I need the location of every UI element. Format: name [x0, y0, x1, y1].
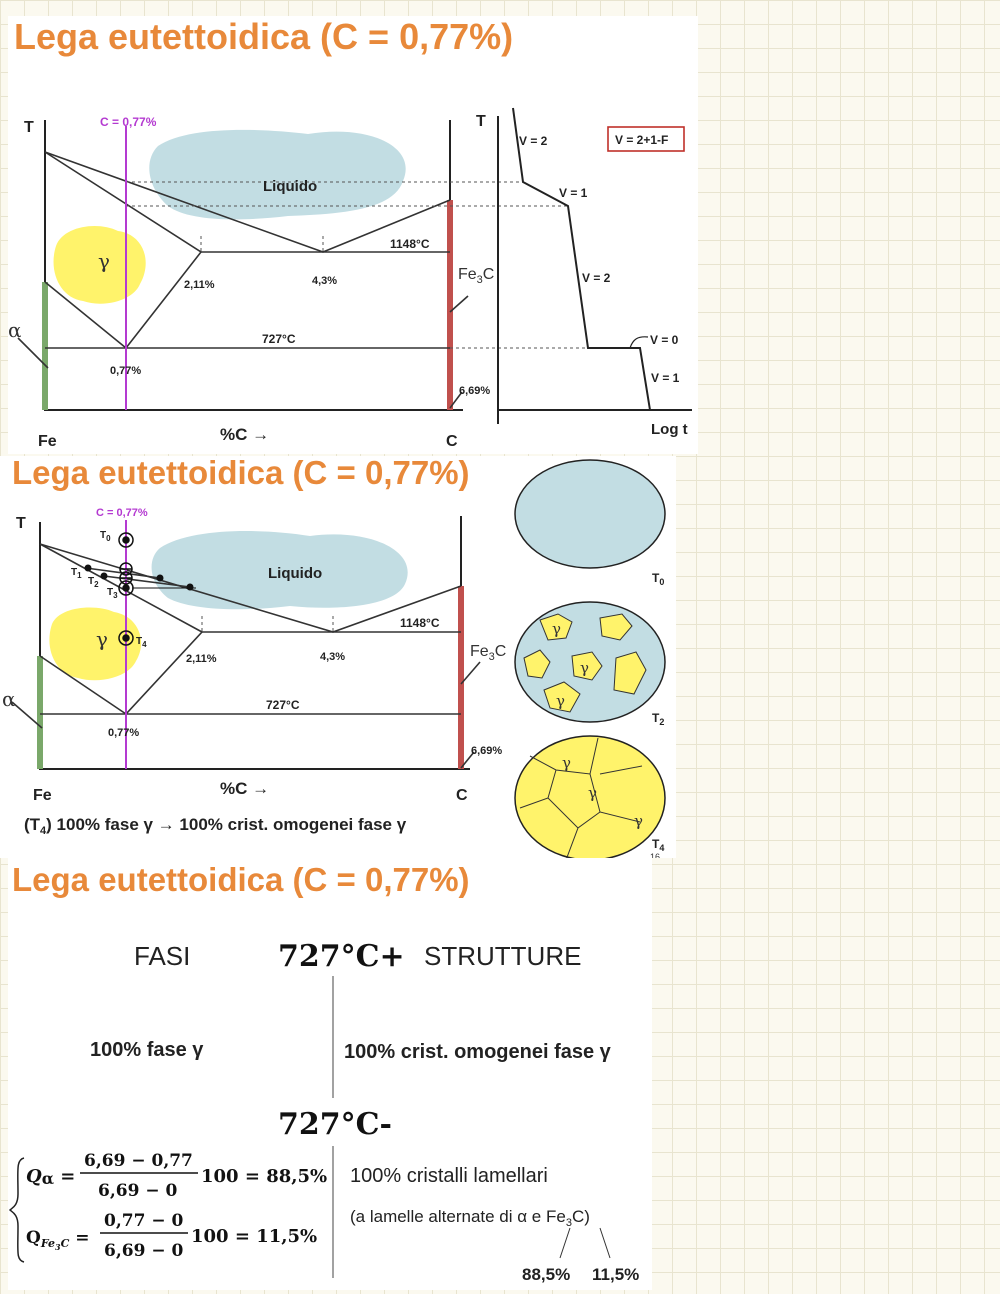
point-4-3-label: 4,3%	[320, 651, 345, 663]
micro-t2-gamma-c: γ	[556, 692, 565, 710]
t4-caption: (T4) 100% fase γ → 100% crist. omogenei …	[24, 815, 407, 837]
temp-t2-label: T2	[88, 576, 99, 589]
point-0-77-label: 0,77%	[108, 727, 139, 739]
structure-note: (a lamelle alternate di α e Fe3C)	[350, 1207, 590, 1229]
cooling-curve	[512, 107, 651, 411]
fe3c-label: Fe3C	[458, 266, 494, 286]
q-alpha-numerator: 6,69 − 0,77	[84, 1151, 193, 1171]
q-fe3c-result: 100 = 11,5%	[191, 1226, 317, 1247]
point-6-69-label: 6,69%	[459, 385, 490, 397]
fe3c-label: Fe3C	[470, 643, 506, 663]
point-2-11-label: 2,11%	[184, 279, 215, 291]
header-structures: STRUTTURE	[424, 941, 581, 971]
axis-c-end-label: C	[456, 787, 468, 804]
slide-phase-diagram-cooling: Lega eutettoidica (C = 0,77%) C = 0,77% …	[8, 16, 698, 454]
liquid-region	[151, 531, 408, 610]
temp-727-label: 727°C	[266, 698, 300, 712]
axis-carbon-label: %C →	[220, 779, 269, 798]
v1-top-label: V = 1	[559, 186, 588, 200]
liquid-label: Liquido	[263, 178, 317, 195]
phase-plus: 100% fase γ	[90, 1039, 204, 1061]
temp-t3-label: T3	[107, 587, 118, 600]
page-number: 16	[650, 852, 660, 858]
micro-t4-grains	[514, 735, 666, 858]
gamma-region	[53, 226, 146, 304]
structure-plus: 100% crist. omogenei fase γ	[344, 1041, 612, 1063]
composition-line-label: C = 0,77%	[100, 115, 157, 129]
micro-t2-label: T2	[652, 711, 664, 727]
microstructure-svg: Lega eutettoidica (C = 0,77%) C = 0,77% …	[2, 456, 666, 858]
axis-carbon-label: %C →	[220, 425, 269, 444]
header-phases: FASI	[134, 941, 190, 971]
micro-t0-liquid	[514, 459, 666, 569]
gamma-label: γ	[98, 249, 110, 273]
axis-fe-label: Fe	[38, 433, 57, 450]
log-t-label: Log t	[651, 421, 688, 438]
variance-formula: V = 2+1-F	[615, 133, 668, 147]
temp-t4-label: T4	[136, 636, 147, 649]
q-alpha-denominator: 6,69 − 0	[98, 1181, 177, 1201]
point-2-11-label: 2,11%	[186, 653, 217, 665]
slide-title: Lega eutettoidica (C = 0,77%)	[14, 16, 513, 57]
v2-top-label: V = 2	[519, 134, 548, 148]
slide-cooling-microstructure: Lega eutettoidica (C = 0,77%) C = 0,77% …	[0, 456, 676, 858]
variance-formula-box	[607, 126, 685, 152]
axis-t-label: T	[16, 515, 26, 532]
temp-t1-label: T1	[71, 567, 82, 580]
phase-diagram-svg: Lega eutettoidica (C = 0,77%) C = 0,77% …	[8, 16, 692, 450]
v1-bottom-label: V = 1	[651, 371, 680, 385]
gamma-label: γ	[96, 627, 108, 651]
temp-1148-label: 1148°C	[400, 616, 440, 630]
micro-t4-gamma-b: γ	[588, 784, 597, 802]
liquid-label: Liquido	[268, 565, 322, 582]
liquid-region	[149, 129, 406, 220]
point-0-77-label: 0,77%	[110, 365, 141, 377]
micro-t4-gamma-c: γ	[634, 812, 643, 830]
alpha-label: α	[8, 318, 22, 342]
slide-title: Lega eutettoidica (C = 0,77%)	[12, 456, 470, 491]
axis-fe-label: Fe	[33, 787, 52, 804]
structure-minus: 100% cristalli lamellari	[350, 1165, 548, 1187]
cooling-t-label: T	[476, 113, 486, 130]
axis-t-label: T	[24, 119, 34, 136]
temp-727-label: 727°C	[262, 332, 296, 346]
q-alpha-result: 100 = 88,5%	[201, 1166, 327, 1187]
micro-t2-gamma-a: γ	[552, 620, 561, 638]
v0-label: V = 0	[650, 333, 679, 347]
micro-t0-label: T0	[652, 571, 664, 587]
q-fe3c-numerator: 0,77 − 0	[104, 1211, 183, 1231]
pct-fe3c: 11,5%	[592, 1265, 639, 1284]
q-alpha-label: Qα =	[26, 1166, 75, 1188]
table-svg: Lega eutettoidica (C = 0,77%) FASI 727°C…	[8, 861, 639, 1284]
q-fe3c-label: QFe3C =	[26, 1228, 90, 1252]
micro-t4-label: T4	[652, 837, 664, 853]
gamma-region	[49, 607, 142, 681]
micro-t2-gamma-b: γ	[580, 659, 589, 677]
temp-1148-label: 1148°C	[390, 237, 430, 251]
micro-t4-gamma-a: γ	[562, 754, 571, 772]
composition-line-label: C = 0,77%	[96, 507, 148, 519]
point-4-3-label: 4,3%	[312, 275, 337, 287]
pct-alpha: 88,5%	[522, 1265, 570, 1284]
point-6-69-label: 6,69%	[471, 745, 502, 757]
header-temp-minus: 727°C-	[278, 1107, 392, 1142]
axis-c-end-label: C	[446, 433, 458, 450]
v2-mid-label: V = 2	[582, 271, 611, 285]
slide-title: Lega eutettoidica (C = 0,77%)	[12, 861, 470, 898]
alpha-label: α	[2, 687, 16, 711]
slide-phase-structure-table: Lega eutettoidica (C = 0,77%) FASI 727°C…	[8, 858, 652, 1290]
header-temp-plus: 727°C+	[278, 939, 405, 974]
temp-t0-label: T0	[100, 530, 111, 543]
q-fe3c-denominator: 6,69 − 0	[104, 1241, 183, 1261]
